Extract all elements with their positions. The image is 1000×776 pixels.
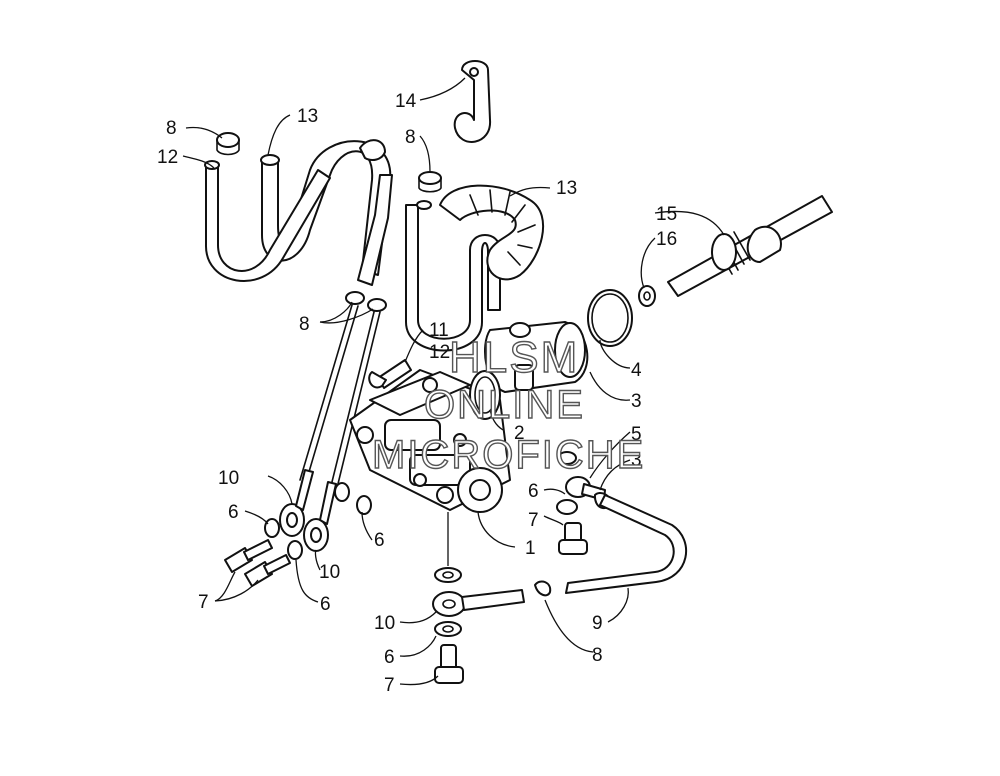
callout-7: 7 (384, 675, 395, 696)
bolts-7-left (224, 539, 291, 587)
callout-6: 6 (374, 530, 385, 551)
watermark: HLSM ONLINE MICROFICHE (371, 332, 645, 477)
banjo-10-left (279, 469, 337, 552)
callout-8: 8 (299, 314, 310, 335)
callout-1: 1 (525, 538, 536, 559)
o-ring-4 (587, 289, 633, 347)
callout-labels: 8 12 13 14 8 13 15 16 8 11 12 4 3 2 5 3 … (157, 91, 677, 696)
clamp-8-e (534, 580, 552, 597)
callout-3: 3 (631, 391, 642, 412)
clamp-8-b (418, 171, 442, 193)
housing-3 (484, 321, 589, 393)
callout-12: 12 (429, 342, 450, 363)
callout-13: 13 (556, 178, 577, 199)
hose-9 (565, 494, 687, 594)
callout-12: 12 (157, 147, 178, 168)
washer-16 (638, 285, 656, 307)
oil-lines (299, 304, 381, 493)
callout-9: 9 (592, 613, 603, 634)
bolt-11 (368, 359, 412, 389)
callout-11: 11 (429, 320, 449, 341)
callout-8: 8 (592, 645, 603, 666)
shaft-15 (667, 195, 833, 297)
callout-5: 5 (631, 424, 642, 445)
callout-7: 7 (528, 510, 539, 531)
bolt-7-lower (434, 644, 464, 684)
bracket-14 (453, 60, 492, 143)
watermark-line-1: HLSM (449, 333, 579, 382)
callout-6: 6 (320, 594, 331, 615)
hose-12-left (204, 160, 331, 282)
callout-6: 6 (528, 481, 539, 502)
callout-13: 13 (297, 106, 318, 127)
oil-pump-1 (349, 369, 511, 513)
callout-10: 10 (218, 468, 239, 489)
clamp-8-a (216, 132, 240, 156)
clamp-8-c (345, 291, 387, 312)
watermark-line-3: MICROFICHE (372, 433, 645, 477)
banjo-10-lower (432, 589, 525, 617)
callout-14: 14 (395, 91, 417, 112)
callout-6: 6 (384, 647, 395, 668)
washer-6-lower-b (434, 621, 462, 637)
callout-7: 7 (198, 592, 209, 613)
leader-lines (182, 77, 725, 686)
callout-16: 16 (656, 229, 677, 250)
callout-10: 10 (319, 562, 340, 583)
watermark-line-2: ONLINE (424, 383, 585, 427)
o-ring-2 (469, 370, 501, 420)
callout-4: 4 (631, 360, 642, 381)
callout-3: 3 (631, 450, 642, 471)
callout-8: 8 (166, 118, 177, 139)
bolt-7-right (558, 522, 588, 555)
callout-10: 10 (374, 613, 395, 634)
callout-6: 6 (228, 502, 239, 523)
hose-13-right (439, 184, 545, 281)
hose-12-center (357, 174, 501, 352)
callout-2: 2 (514, 423, 525, 444)
callout-15: 15 (656, 204, 677, 225)
callout-8: 8 (405, 127, 416, 148)
washer-6-lower-a (434, 567, 462, 583)
washers-6-left (264, 482, 372, 560)
